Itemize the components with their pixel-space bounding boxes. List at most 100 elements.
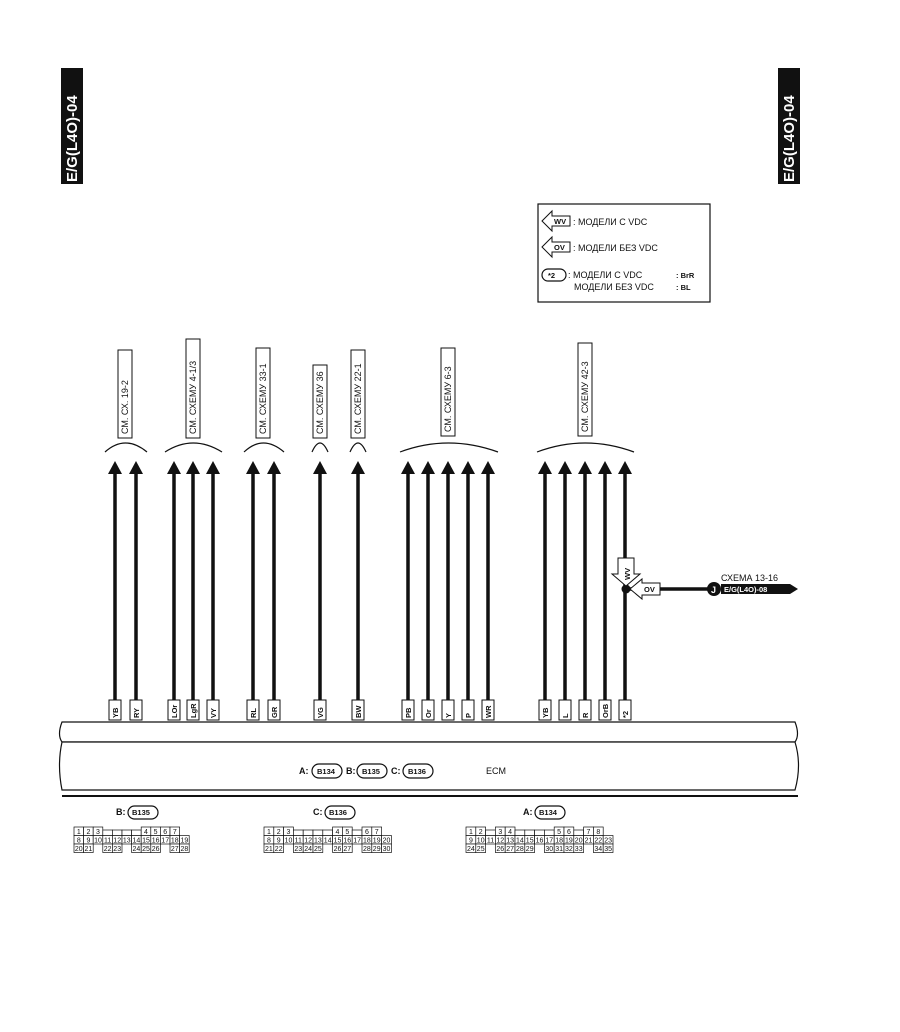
wire-color-label: BW bbox=[354, 705, 363, 718]
wire-color-label: YB bbox=[541, 707, 550, 718]
pin-number: 23 bbox=[113, 846, 121, 853]
reference-bracket bbox=[311, 442, 329, 453]
wire-color-label: R bbox=[581, 712, 590, 718]
pin-number: 4 bbox=[144, 829, 148, 836]
pin-number: 19 bbox=[565, 838, 573, 845]
pin-number: 13 bbox=[506, 838, 514, 845]
pin-number: 13 bbox=[314, 838, 322, 845]
ecm-conn-a-letter: A: bbox=[299, 766, 309, 776]
ecm-conn-b-letter: B: bbox=[346, 766, 356, 776]
pin-number: 15 bbox=[142, 838, 150, 845]
connector-letter: C: bbox=[313, 807, 323, 817]
pin-cell bbox=[312, 843, 324, 853]
pin-number: 22 bbox=[594, 838, 602, 845]
up-arrow-icon bbox=[421, 461, 435, 474]
wire-color-label: Or bbox=[424, 709, 433, 718]
pin-number: 9 bbox=[86, 838, 90, 845]
wire-color-label: P bbox=[464, 713, 473, 718]
pin-number: 20 bbox=[575, 838, 583, 845]
up-arrow-icon bbox=[108, 461, 122, 474]
target-tag-shape bbox=[721, 584, 798, 594]
pin-cell bbox=[150, 843, 161, 853]
connector-letter: A: bbox=[523, 807, 533, 817]
pin-number: 17 bbox=[161, 838, 169, 845]
pin-number: 10 bbox=[285, 838, 293, 845]
reference-bracket bbox=[399, 442, 499, 453]
wire-color-box bbox=[558, 699, 572, 721]
wire-color-box bbox=[129, 699, 143, 721]
up-arrow-icon bbox=[186, 461, 200, 474]
pin-slot-empty bbox=[302, 829, 314, 836]
legend-wv-text: : МОДЕЛИ С VDC bbox=[573, 217, 648, 227]
pin-slot-empty bbox=[351, 829, 363, 836]
reference-6: СМ. СХЕМУ 42-3 bbox=[536, 342, 635, 453]
pin-cell bbox=[83, 843, 94, 853]
up-arrow-icon bbox=[246, 461, 260, 474]
pin-number: 28 bbox=[363, 846, 371, 853]
pin-number: 1 bbox=[77, 829, 81, 836]
pin-number: 27 bbox=[171, 846, 179, 853]
pin-number: 14 bbox=[133, 838, 141, 845]
reference-box bbox=[255, 347, 271, 439]
wire-color-box bbox=[246, 699, 260, 721]
wire-13: WRB17 bbox=[481, 461, 495, 743]
connector-code-badge bbox=[534, 805, 566, 820]
page-tag-left: E/G(L4O)-04 bbox=[61, 68, 83, 184]
pin-number: 26 bbox=[152, 846, 160, 853]
wire-color-box bbox=[351, 699, 365, 721]
wire-color-box bbox=[481, 699, 495, 721]
wire-color-label: GR bbox=[270, 706, 279, 718]
legend-wv-symbol: WV bbox=[554, 217, 566, 226]
star2-badge-icon bbox=[541, 268, 567, 282]
pin-number: 32 bbox=[565, 846, 573, 853]
connector-code-badge bbox=[324, 805, 356, 820]
up-arrow-icon bbox=[129, 461, 143, 474]
connector-code-badge bbox=[127, 805, 159, 820]
connector-j-icon bbox=[707, 582, 721, 596]
ecm-conn-c-code: B136 bbox=[408, 767, 426, 776]
wire-9: PBB4 bbox=[401, 461, 415, 743]
up-arrow-icon bbox=[167, 461, 181, 474]
pin-number: 6 bbox=[567, 829, 571, 836]
pin-number: 23 bbox=[294, 846, 302, 853]
reference-2: СМ. СХЕМУ 33-1 bbox=[243, 347, 285, 453]
pin-number: 26 bbox=[334, 846, 342, 853]
wire-color-label: RY bbox=[132, 708, 141, 718]
up-arrow-icon bbox=[481, 461, 495, 474]
up-arrow-icon bbox=[598, 461, 612, 474]
pin-slot-empty bbox=[573, 829, 584, 836]
pin-cell bbox=[342, 843, 353, 853]
pin-number: 31 bbox=[555, 846, 563, 853]
reference-bracket bbox=[164, 442, 223, 453]
pin-number: 3 bbox=[498, 829, 502, 836]
wire-8: BWC3 bbox=[351, 461, 365, 743]
pin-cell bbox=[112, 843, 123, 853]
wire-color-label: OrB bbox=[601, 703, 610, 718]
pin-number: 24 bbox=[467, 846, 475, 853]
wire-2: LOrA17 bbox=[167, 461, 181, 743]
wire-color-box bbox=[618, 699, 632, 721]
ecm-conn-b-code: B135 bbox=[362, 767, 380, 776]
legend-ov-text: : МОДЕЛИ БЕЗ VDC bbox=[573, 243, 658, 253]
branch-target-text: E/G(L4O)-08 bbox=[724, 585, 767, 594]
up-arrow-icon bbox=[538, 461, 552, 474]
pin-number: 7 bbox=[375, 829, 379, 836]
ov-arrow-icon bbox=[541, 235, 571, 259]
pin-number: 27 bbox=[343, 846, 351, 853]
legend-star-line1: : МОДЕЛИ С VDC bbox=[568, 270, 643, 280]
wire-color-box bbox=[267, 699, 281, 721]
pin-number: 13 bbox=[123, 838, 131, 845]
pin-number: 1 bbox=[267, 829, 271, 836]
wire-color-box bbox=[421, 699, 435, 721]
wires: YBB22RYB23LOrA17LgRB27VYC30RLA3GRA12VGB2… bbox=[108, 461, 632, 743]
reference-bracket bbox=[349, 442, 367, 453]
wire-1: RYB23 bbox=[129, 461, 143, 743]
pin-cell bbox=[179, 843, 190, 853]
branch-schema-text: СХЕМА 13-16 bbox=[721, 573, 778, 583]
reference-box bbox=[350, 349, 366, 439]
wire-11: YA31 bbox=[441, 461, 455, 743]
pin-slot-empty bbox=[322, 829, 333, 836]
wire-color-box bbox=[441, 699, 455, 721]
